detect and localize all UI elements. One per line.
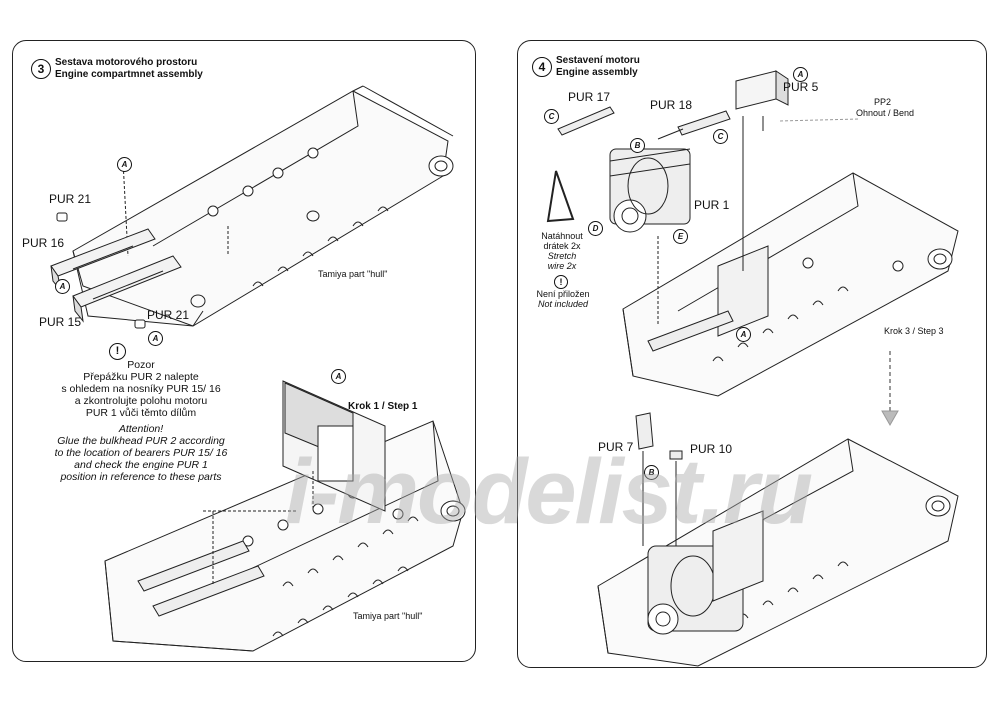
step3-panel: 3 Sestava motorového prostoru Engine com…	[12, 40, 476, 662]
stretch-line: drátek 2x	[543, 241, 581, 251]
stretch-wire	[546, 170, 575, 223]
badge-a-3: A	[148, 331, 163, 346]
not-included-note: Není přiložen Not included	[528, 289, 598, 309]
stretch-line: Natáhnout	[541, 231, 583, 241]
badge-e: E	[673, 229, 688, 244]
step-title-en: Engine compartmnet assembly	[55, 69, 203, 80]
label-pur7: PUR 7	[598, 440, 634, 454]
note-en-line: Attention!	[118, 423, 164, 435]
step-title-en: Engine assembly	[556, 67, 638, 78]
label-pur15: PUR 15	[39, 315, 82, 329]
label-krok1: Krok 1 / Step 1	[348, 401, 418, 412]
label-pur5: PUR 5	[783, 80, 819, 94]
label-pur18: PUR 18	[650, 98, 693, 112]
badge-a-2: A	[55, 279, 70, 294]
note-en-line: Glue the bulkhead PUR 2 according	[57, 435, 225, 447]
bulkhead-pur2	[282, 380, 386, 512]
stretch-line: Stretch	[547, 251, 577, 261]
lower-hull	[597, 438, 959, 667]
parts-pur17-pur18	[557, 106, 731, 140]
badge-a: A	[736, 327, 751, 342]
step3-drawing	[50, 85, 466, 652]
note-cz-line: PUR 1 vůči těmto dílům	[85, 407, 197, 419]
step4-panel: 4 Sestavení motoru Engine assembly PUR 1…	[517, 40, 987, 668]
note-en-line: and check the engine PUR 1	[74, 459, 208, 471]
label-pur21-bottom: PUR 21	[147, 308, 190, 322]
upper-hull	[72, 85, 454, 327]
step-number: 3	[31, 59, 51, 79]
note-en-line: to the location of bearers PUR 15/ 16	[54, 447, 228, 459]
step-title-cz: Sestava motorového prostoru	[55, 57, 198, 68]
pur21-caps	[56, 212, 146, 329]
stretch-line: wire 2x	[547, 261, 577, 271]
bearer-pur15	[72, 255, 182, 323]
badge-d: D	[588, 221, 603, 236]
part-pur5	[735, 70, 789, 271]
badge-c: C	[544, 109, 559, 124]
badge-a-4: A	[331, 369, 346, 384]
note-cz-line: Přepážku PUR 2 nalepte	[83, 371, 199, 383]
label-krok3: Krok 3 / Step 3	[884, 326, 944, 336]
step-number: 4	[532, 57, 552, 77]
label-pur16: PUR 16	[22, 236, 65, 250]
warning-icon: !	[109, 343, 126, 360]
label-pp2: PP2	[874, 97, 892, 107]
label-pur1: PUR 1	[694, 198, 730, 212]
note-cz-line: a zkontrolujte polohu motoru	[74, 395, 208, 407]
label-pp2-bend: Ohnout / Bend	[856, 108, 915, 118]
label-pur17: PUR 17	[568, 90, 611, 104]
label-pur21-top: PUR 21	[49, 192, 92, 206]
label-tamiya-hull-bottom: Tamiya part "hull"	[353, 611, 423, 621]
note-cz-line: Pozor	[127, 359, 155, 371]
watermark: i-modelist.ru	[285, 441, 813, 543]
parts-pur7-pur10	[635, 412, 683, 546]
upper-hull	[622, 172, 959, 397]
badge-a: A	[793, 67, 808, 82]
badge-b: B	[644, 465, 659, 480]
note-cz: Pozor Přepážku PUR 2 nalepte s ohledem n…	[41, 359, 241, 419]
step-title-cz: Sestavení motoru	[556, 55, 640, 66]
alignment-line	[203, 510, 298, 586]
badge-a-1: A	[117, 157, 132, 172]
note-cz-line: s ohledem na nosníky PUR 15/ 16	[61, 383, 221, 395]
engine-pur1	[609, 148, 691, 233]
step4-drawing	[546, 70, 959, 667]
note-en-line: position in reference to these parts	[60, 471, 222, 483]
label-pur10: PUR 10	[690, 442, 733, 456]
badge-c: C	[713, 129, 728, 144]
down-arrow	[881, 351, 899, 427]
warning-icon: !	[554, 275, 568, 289]
pp2-guide	[777, 118, 859, 122]
label-tamiya-hull-top: Tamiya part "hull"	[318, 269, 388, 279]
badge-b: B	[630, 138, 645, 153]
not-included-line: Není přiložen	[536, 289, 590, 299]
stretch-wire-note: Natáhnout drátek 2x Stretch wire 2x	[532, 231, 592, 271]
not-included-line: Not included	[537, 299, 589, 309]
note-en: Attention! Glue the bulkhead PUR 2 accor…	[35, 423, 247, 483]
